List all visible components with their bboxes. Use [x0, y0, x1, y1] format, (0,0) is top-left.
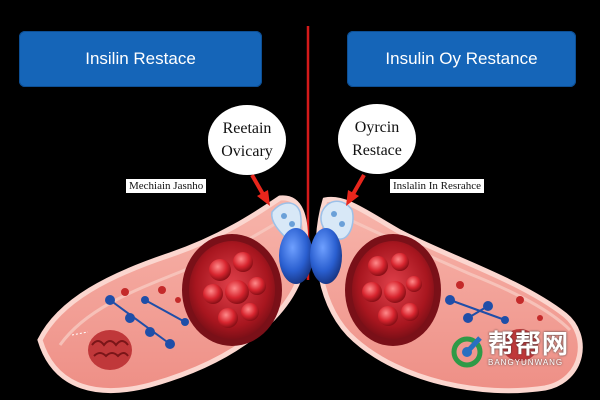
- bangbang-logo-icon: [451, 336, 483, 368]
- right-vessel-dots: [445, 281, 543, 324]
- right-core-cells: [362, 253, 422, 326]
- left-lobe: [279, 228, 313, 284]
- label-bubble-right: Oyrcin Restace: [338, 104, 416, 174]
- caption-tag-left: Mechiain Jasnho: [126, 179, 207, 193]
- watermark-logo-space: [452, 334, 482, 364]
- right-organ: [310, 196, 583, 394]
- right-lobe: [310, 228, 342, 284]
- bubble-right-line-2: Restace: [352, 142, 402, 159]
- watermark: 帮帮网 BANGYUNWANG: [452, 330, 569, 367]
- watermark-latin: BANGYUNWANG: [488, 358, 564, 367]
- title-banner-left: Insilin Restace: [19, 31, 262, 87]
- red-arrow-icon-right: [346, 174, 366, 206]
- caption-tag-right: Inslalin In Resrahce: [390, 179, 484, 193]
- brain-icon: [88, 330, 132, 370]
- left-organ: [37, 195, 313, 393]
- watermark-chinese: 帮帮网: [488, 329, 570, 359]
- label-bubble-left: Reetain Ovicary: [208, 105, 286, 175]
- bubble-right-line-1: Oyrcin: [354, 119, 400, 136]
- watermark-text: 帮帮网 BANGYUNWANG: [488, 330, 569, 367]
- title-banner-right: Insulin Oy Restance: [347, 31, 576, 87]
- bubble-left-line-2: Ovicary: [221, 143, 273, 160]
- left-vessel-dots: [105, 286, 189, 349]
- red-arrow-icon-left: [250, 174, 270, 206]
- left-core-cells: [203, 252, 266, 328]
- bubble-left-line-1: Reetain: [222, 120, 272, 137]
